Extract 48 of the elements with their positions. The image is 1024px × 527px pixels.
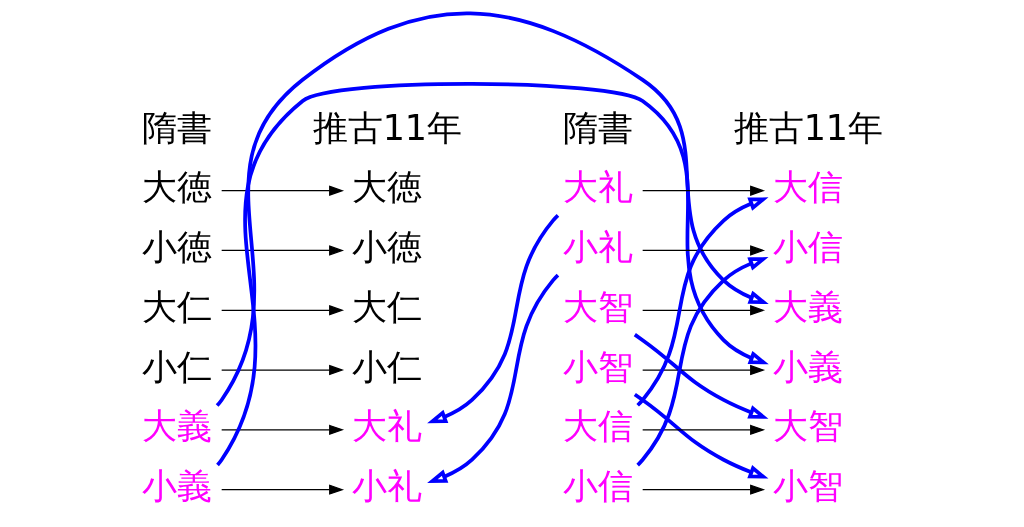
node-text: 大仁: [351, 286, 422, 327]
node-text: 小義: [141, 466, 212, 507]
label: 隋書: [562, 107, 633, 148]
arrow: [426, 213, 559, 424]
arrow: [641, 364, 765, 376]
node-text: 大徳: [351, 167, 422, 208]
arrow: [220, 484, 344, 495]
arrow: [641, 185, 765, 196]
node-text: 小智: [562, 346, 633, 387]
label: 推古11年: [733, 107, 883, 148]
node-text: 大礼: [351, 406, 422, 447]
arrow: [641, 424, 765, 436]
arrow: [633, 333, 768, 419]
label: 隋書: [141, 107, 212, 148]
node-text: 大徳: [141, 167, 212, 208]
node-text: 小仁: [141, 346, 212, 387]
arrow: [641, 484, 765, 495]
arrow: [641, 245, 765, 256]
arrow: [426, 273, 559, 484]
arrow: [220, 424, 344, 436]
node-text: 大義: [772, 286, 843, 327]
node-text: 小礼: [351, 466, 422, 507]
arrow: [220, 245, 344, 256]
arrow: [641, 305, 765, 316]
node-text: 大仁: [141, 286, 212, 327]
node-text: 大義: [141, 406, 212, 447]
arrow: [635, 257, 768, 467]
arrow: [215, 11, 769, 407]
node-text: 小義: [772, 346, 843, 387]
node-text: 小徳: [351, 227, 422, 268]
node-text: 小礼: [562, 227, 633, 268]
arrow: [220, 185, 344, 196]
arrow: [215, 82, 769, 467]
arrow: [220, 364, 344, 376]
arrow: [635, 197, 768, 407]
node-text: 小智: [772, 466, 843, 507]
label: 推古11年: [312, 107, 462, 148]
node-text: 小仁: [351, 346, 422, 387]
node-text: 大信: [772, 167, 843, 208]
arrow: [220, 305, 344, 316]
node-text: 大礼: [562, 167, 633, 208]
node-text: 小徳: [141, 227, 212, 268]
node-text: 大智: [562, 286, 633, 327]
node-text: 大信: [562, 406, 633, 447]
arrow: [633, 392, 768, 479]
node-text: 小信: [772, 227, 843, 268]
node-text: 大智: [772, 406, 843, 447]
node-text: 小信: [562, 466, 633, 507]
